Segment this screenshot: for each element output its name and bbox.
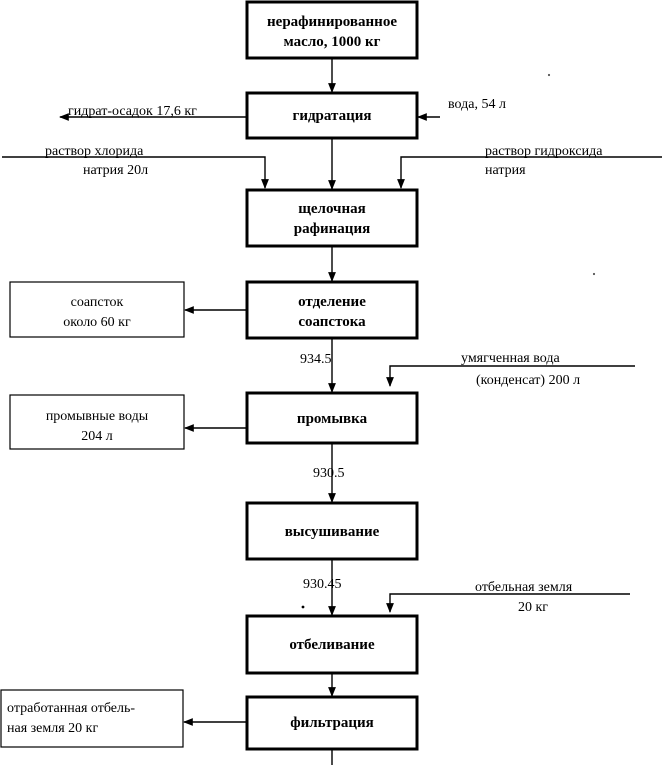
crude-oil-label-line1: нерафинированное xyxy=(267,14,397,30)
alkaline-refining-box xyxy=(245,188,419,248)
spent-earth-label-line2: ная земля 20 кг xyxy=(7,721,98,736)
washing-label: промывка xyxy=(297,411,368,427)
hydrate-sediment-label: гидрат-осадок 17,6 кг xyxy=(68,104,197,119)
wash-water-output-box xyxy=(9,394,185,450)
sodium-hydroxide-label-line2: натрия xyxy=(485,163,526,178)
scan-speck xyxy=(547,73,551,77)
bleaching-box xyxy=(245,614,419,675)
water-input-label: вода, 54 л xyxy=(448,97,506,112)
stray-dot xyxy=(301,605,305,609)
soapstock-separation-label-line2: соапстока xyxy=(298,314,366,330)
spent-earth-output-box xyxy=(0,689,184,748)
wash-water-label-line1: промывные воды xyxy=(46,409,149,424)
soapstock-output-box xyxy=(9,281,185,338)
soapstock-separation-label-line1: отделение xyxy=(298,294,366,310)
crude-oil-label-line2: масло, 1000 кг xyxy=(284,34,381,50)
soapstock-label-line2: около 60 кг xyxy=(63,315,131,330)
flow-value-after-washing: 930.5 xyxy=(313,466,345,481)
softened-water-label-line1: умягченная вода xyxy=(461,351,560,366)
sodium-chloride-label-line1: раствор хлорида xyxy=(45,144,144,159)
scan-speck xyxy=(592,272,596,276)
drying-label: высушивание xyxy=(285,524,380,540)
softened-water-label-line2: (конденсат) 200 л xyxy=(476,373,580,388)
crude-oil-box xyxy=(245,0,419,60)
washing-box xyxy=(245,391,419,445)
bleaching-label: отбеливание xyxy=(289,637,375,653)
sodium-chloride-label-line2: натрия 20л xyxy=(83,163,148,178)
alkaline-refining-label-line1: щелочная xyxy=(298,201,366,217)
alkaline-refining-label-line2: рафинация xyxy=(294,221,370,237)
bleaching-earth-label-line1: отбельная земля xyxy=(475,580,573,595)
flow-value-after-drying: 930.45 xyxy=(303,577,342,592)
bleaching-earth-label-line2: 20 кг xyxy=(518,600,548,615)
spent-earth-label-line1: отработанная отбель- xyxy=(7,701,135,716)
sodium-hydroxide-label-line1: раствор гидроксида xyxy=(485,144,603,159)
hydration-label: гидратация xyxy=(293,108,372,124)
flow-value-after-soapstock: 934.5 xyxy=(300,352,332,367)
soapstock-label-line1: соапсток xyxy=(71,295,124,310)
softened-water-input-arrow xyxy=(386,365,635,387)
sodium-hydroxide-input-arrow xyxy=(397,156,662,189)
bleaching-earth-input-arrow xyxy=(386,593,630,613)
wash-water-label-line2: 204 л xyxy=(81,429,113,444)
sodium-chloride-input-arrow xyxy=(2,156,269,189)
filtration-label: фильтрация xyxy=(290,715,374,731)
